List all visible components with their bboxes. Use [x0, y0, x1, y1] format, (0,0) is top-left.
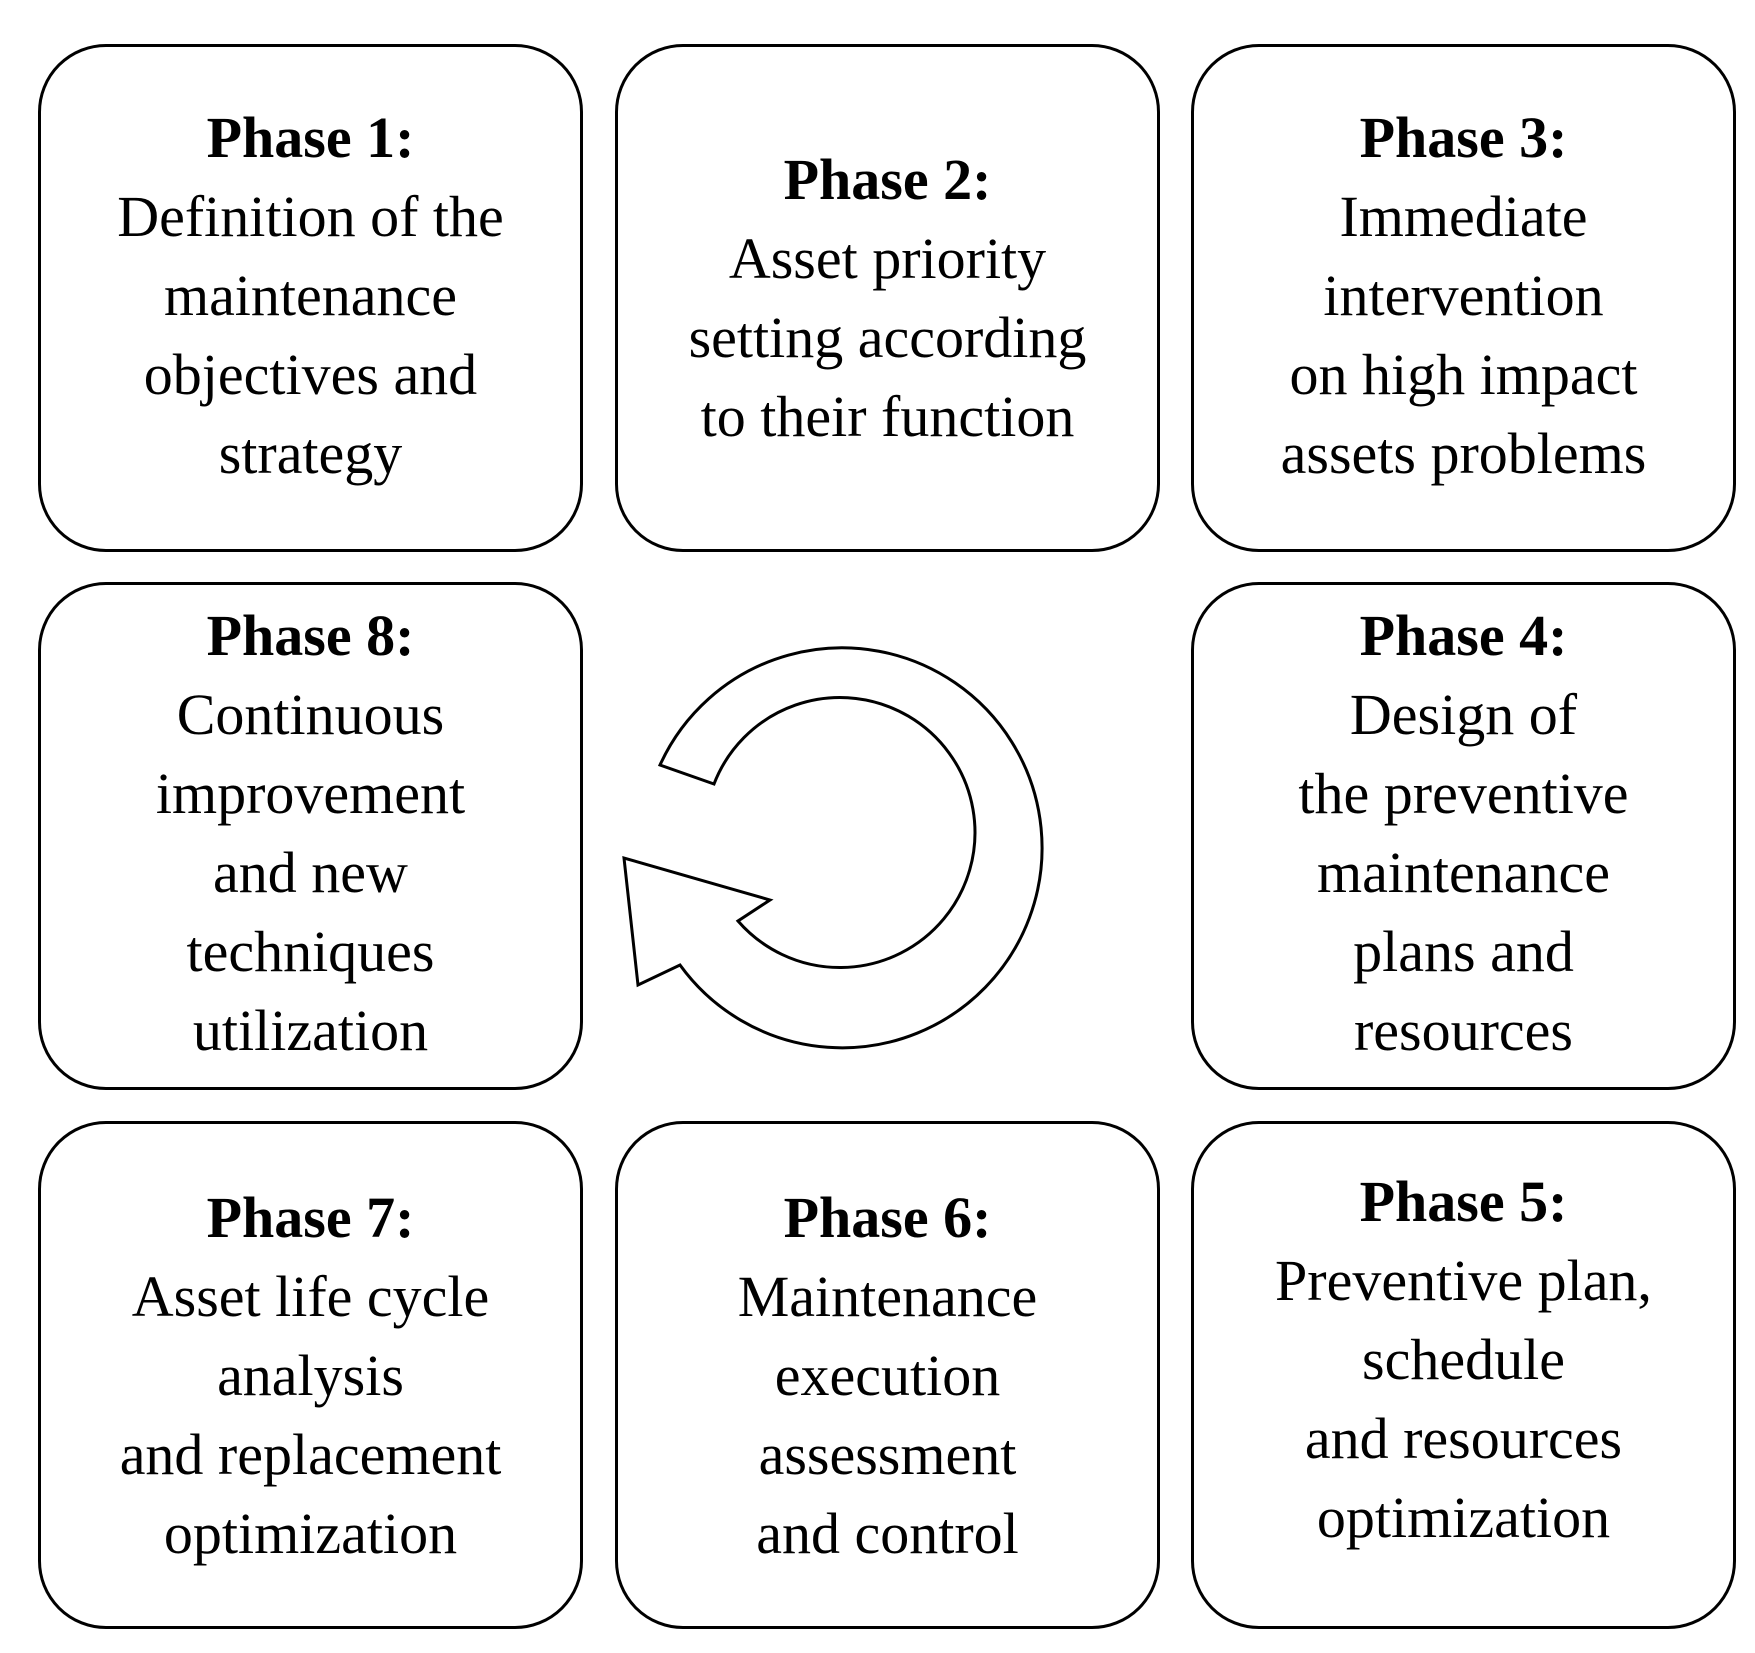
phase-4-line: the preventive	[1298, 761, 1629, 826]
phase-5-line: schedule	[1362, 1327, 1565, 1392]
phase-7-title: Phase 7:	[206, 1184, 415, 1250]
phase-1-line: objectives and	[143, 341, 478, 407]
phase-1-box: Phase 1: Definition of the maintenance o…	[38, 44, 583, 552]
phase-1-title: Phase 1:	[206, 104, 415, 170]
phase-5-box: Phase 5: Preventive plan, schedule and r…	[1191, 1121, 1736, 1629]
phase-2-title: Phase 2:	[783, 147, 992, 212]
phase-8-line: techniques	[186, 919, 435, 984]
cycle-arrow-icon	[622, 646, 1044, 1050]
phase-6-line: assessment	[758, 1421, 1017, 1487]
phase-3-line: intervention	[1323, 262, 1604, 328]
phase-8-line: Continuous	[176, 682, 445, 747]
phase-3-title: Phase 3:	[1359, 104, 1568, 170]
phase-7-box: Phase 7: Asset life cycle analysis and r…	[38, 1121, 583, 1629]
phase-3-line: Immediate	[1339, 183, 1588, 249]
phase-4-line: Design of	[1349, 682, 1578, 747]
phase-6-box: Phase 6: Maintenance execution assessmen…	[615, 1121, 1160, 1629]
phase-7-line: Asset life cycle	[131, 1263, 490, 1329]
phase-6-line: execution	[774, 1342, 1001, 1408]
phase-6-title: Phase 6:	[783, 1184, 992, 1250]
phase-5-title: Phase 5:	[1359, 1169, 1568, 1234]
phase-4-line: resources	[1353, 998, 1573, 1063]
phase-3-line: assets problems	[1280, 420, 1647, 486]
phase-2-box: Phase 2: Asset priority setting accordin…	[615, 44, 1160, 552]
phase-4-box: Phase 4: Design of the preventive mainte…	[1191, 582, 1736, 1090]
phase-6-line: and control	[756, 1500, 1019, 1566]
phase-2-line: setting according	[688, 305, 1087, 370]
phase-8-line: improvement	[155, 761, 466, 826]
phase-1-line: strategy	[218, 420, 403, 486]
phase-8-box: Phase 8: Continuous improvement and new …	[38, 582, 583, 1090]
phase-4-line: plans and	[1353, 919, 1574, 984]
phase-5-line: optimization	[1316, 1485, 1611, 1550]
phase-1-line: Definition of the	[117, 183, 504, 249]
phase-4-title: Phase 4:	[1359, 603, 1568, 668]
phase-6-line: Maintenance	[737, 1263, 1038, 1329]
phase-2-line: to their function	[700, 384, 1075, 449]
phase-8-line: and new	[213, 840, 408, 905]
phase-8-title: Phase 8:	[206, 603, 415, 668]
phase-5-line: and resources	[1304, 1406, 1623, 1471]
phase-5-line: Preventive plan,	[1275, 1248, 1652, 1313]
phase-3-box: Phase 3: Immediate intervention on high …	[1191, 44, 1736, 552]
phase-7-line: analysis	[217, 1342, 404, 1408]
phase-4-line: maintenance	[1316, 840, 1611, 905]
phase-7-line: and replacement	[119, 1421, 502, 1487]
phase-1-line: maintenance	[163, 262, 458, 328]
phase-8-line: utilization	[192, 998, 429, 1063]
phase-3-line: on high impact	[1289, 341, 1638, 407]
phase-7-line: optimization	[163, 1500, 458, 1566]
phase-2-line: Asset priority	[728, 226, 1047, 291]
